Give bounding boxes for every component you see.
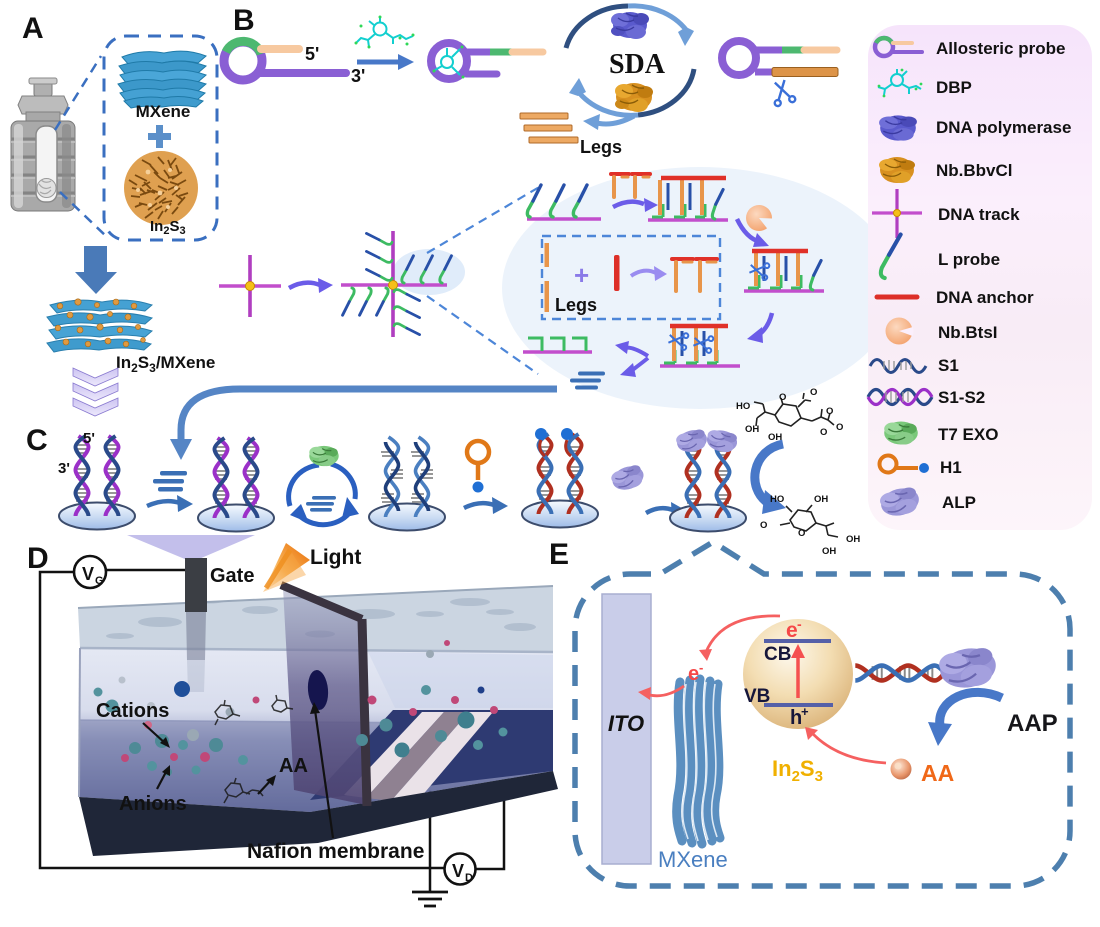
svg-text:Anions: Anions — [119, 793, 187, 815]
svg-text:G: G — [95, 575, 104, 587]
svg-text:D: D — [465, 872, 473, 884]
svg-text:OH: OH — [846, 534, 860, 545]
svg-text:O: O — [779, 392, 786, 403]
svg-text:S1: S1 — [938, 356, 959, 375]
svg-text:DNA track: DNA track — [938, 205, 1020, 224]
svg-text:MXene: MXene — [136, 102, 191, 121]
svg-text:O: O — [836, 422, 843, 433]
svg-text:V: V — [82, 564, 94, 584]
svg-text:OH: OH — [745, 424, 759, 435]
svg-text:OH: OH — [822, 546, 836, 557]
svg-text:HO: HO — [736, 401, 750, 412]
svg-text:T7 EXO: T7 EXO — [938, 425, 998, 444]
svg-text:Nafion membrane: Nafion membrane — [247, 840, 424, 863]
svg-text:e: e — [786, 619, 798, 642]
svg-text:CB: CB — [764, 644, 791, 665]
svg-text:Legs: Legs — [555, 295, 597, 315]
svg-text:DNA anchor: DNA anchor — [936, 288, 1034, 307]
svg-text:Nb.BbvCl: Nb.BbvCl — [936, 161, 1013, 180]
svg-text:O: O — [798, 528, 805, 539]
svg-text:L probe: L probe — [938, 250, 1000, 269]
svg-text:C: C — [26, 424, 48, 457]
svg-text:In2S3: In2S3 — [150, 218, 186, 237]
svg-text:e: e — [688, 663, 699, 685]
svg-text:ITO: ITO — [608, 711, 644, 736]
svg-text:Gate: Gate — [210, 565, 254, 587]
svg-text:D: D — [27, 542, 49, 575]
svg-text:ALP: ALP — [942, 493, 976, 512]
svg-text:-: - — [797, 616, 802, 632]
svg-text:AA: AA — [921, 760, 954, 786]
svg-text:-: - — [699, 660, 703, 675]
svg-text:DBP: DBP — [936, 78, 972, 97]
svg-text:3': 3' — [351, 66, 365, 86]
svg-text:B: B — [233, 4, 255, 37]
svg-text:Allosteric probe: Allosteric probe — [936, 39, 1065, 58]
svg-text:AA: AA — [279, 755, 308, 777]
svg-text:A: A — [22, 12, 44, 45]
svg-text:O: O — [826, 406, 833, 417]
svg-text:5': 5' — [305, 44, 319, 64]
svg-text:VB: VB — [744, 686, 770, 707]
svg-text:SDA: SDA — [609, 49, 666, 80]
svg-text:Nb.BtsI: Nb.BtsI — [938, 323, 998, 342]
svg-text:In2S3: In2S3 — [772, 756, 823, 785]
svg-text:E: E — [549, 538, 569, 571]
svg-text:V: V — [452, 861, 464, 881]
svg-text:S1-S2: S1-S2 — [938, 388, 985, 407]
svg-text:OH: OH — [768, 432, 782, 443]
svg-text:OH: OH — [814, 494, 828, 505]
svg-text:H1: H1 — [940, 458, 962, 477]
svg-text:DNA polymerase: DNA polymerase — [936, 118, 1071, 137]
svg-text:In2S3/MXene: In2S3/MXene — [116, 353, 215, 375]
svg-text:Cations: Cations — [96, 700, 169, 722]
svg-text:+: + — [574, 260, 589, 290]
svg-text:+: + — [801, 704, 809, 719]
svg-text:5': 5' — [83, 430, 95, 447]
svg-text:h: h — [790, 707, 802, 729]
svg-text:Legs: Legs — [580, 137, 622, 157]
svg-text:3': 3' — [58, 460, 70, 477]
svg-text:AAP: AAP — [1007, 710, 1058, 737]
svg-text:O: O — [810, 387, 817, 398]
svg-text:Light: Light — [310, 546, 361, 569]
svg-text:O: O — [820, 427, 827, 438]
svg-text:O: O — [760, 520, 767, 531]
svg-text:HO: HO — [770, 494, 784, 505]
svg-text:MXene: MXene — [658, 847, 728, 872]
